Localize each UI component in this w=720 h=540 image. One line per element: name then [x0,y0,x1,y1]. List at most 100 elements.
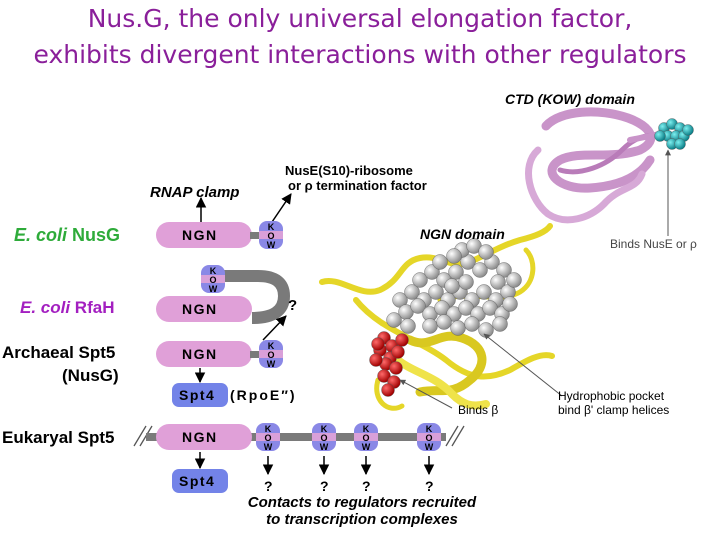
linker [250,232,262,239]
ngn-beta-binding-residues [369,331,409,397]
arrow-rfah-question [262,315,287,341]
arrow-hydrophobic-pocket [483,333,563,397]
white-sphere [432,254,448,270]
white-sphere [458,274,474,290]
spt4-box [172,383,228,407]
slide-title-line-2: exhibits divergent interactions with oth… [33,40,687,69]
kow-w: W [267,359,276,369]
label-ecoli-rfah: E. coli RfaH [20,298,114,317]
ecoli-nusg-domains: NGN K O W [156,221,283,250]
ngn-label: NGN [182,227,218,243]
label-ecoli-nusg: E. coli NusG [14,225,120,245]
label-bind-clamp-helices: bind β' clamp helices [558,403,669,417]
ngn-coil-2 [353,297,555,380]
question-2: ? [320,478,329,494]
question-rfah: ? [288,297,297,314]
ctd-kow-structure [525,107,667,224]
ngn-label: NGN [182,346,218,362]
label-ngn-domain: NGN domain [420,226,505,242]
teal-sphere [654,130,666,142]
white-sphere [490,274,506,290]
kow-stripe [354,433,378,441]
label-nuse-ribosome: NusE(S10)-ribosome [285,163,413,178]
red-sphere [369,353,383,367]
kow-letter: O [362,433,369,443]
red-sphere [395,333,409,347]
label-rnap-clamp: RNAP clamp [150,184,239,201]
ngn-domain-bar [156,222,252,248]
linker [250,351,262,358]
ngn-helix-2 [394,356,490,410]
white-sphere [444,278,460,294]
kow-w: W [209,284,218,294]
slide-title-line-1: Nus.G, the only universal elongation fac… [87,4,633,33]
label-archaeal-nusg: (NusG) [62,366,119,385]
kow-o: O [267,350,274,360]
question-4: ? [425,478,434,494]
ngn-domain-bar [156,341,252,367]
label-binds-beta: Binds β [458,403,498,417]
spt4-label-eukaryal: Spt4 [179,473,215,489]
label-contacts-line-1: Contacts to regulators recruited [248,494,477,511]
kow-stripe [201,275,225,283]
arrow-nuse [271,193,292,223]
kow-domain-eukaryal-4: KOW [417,423,441,452]
kow-stripe [417,433,441,441]
white-sphere [476,284,492,300]
rfah-linker-loop [222,270,291,324]
question-3: ? [362,478,371,494]
question-1: ? [264,478,273,494]
white-sphere [492,316,508,332]
red-sphere [389,361,403,375]
break-mark-right-2 [451,425,465,447]
kow-letter: W [320,442,329,452]
kow-stripe [256,433,280,441]
red-sphere [377,369,391,383]
white-sphere [502,296,518,312]
label-archaeal-spt5: Archaeal Spt5 [2,343,115,362]
kow-domain-eukaryal-2: KOW [312,423,336,452]
kow-k: K [210,266,217,276]
white-sphere [410,298,426,314]
ctd-ribbon-1 [541,107,656,193]
white-sphere [412,272,428,288]
kow-domain-eukaryal-3: KOW [354,423,378,452]
archaeal-spt5-domains: NGN K O W Spt4 (RpoE″) [156,340,295,407]
ctd-teal-residues [654,118,694,150]
break-mark-left-1 [133,425,147,447]
kow-letter: W [425,442,434,452]
white-sphere [506,272,522,288]
kow-letter: W [264,442,273,452]
white-sphere [386,312,402,328]
teal-sphere [682,124,694,136]
ctd-ribbon-2 [525,146,646,224]
ngn-domain-bar [156,296,252,322]
white-sphere [450,320,466,336]
red-sphere [381,383,395,397]
label-eukaryal-spt5: Eukaryal Spt5 [2,428,114,447]
red-sphere [391,345,405,359]
kow-letter: O [425,433,432,443]
kow-stripe [259,231,283,239]
kow-stripe [259,350,283,358]
break-mark-right-1 [445,425,459,447]
red-sphere [371,337,385,351]
kow-letter: K [265,424,272,434]
kow-stripe [312,433,336,441]
eukaryal-spt5-domains: NGN [133,424,465,450]
ngn-label: NGN [182,301,218,317]
label-termination-factor: or ρ termination factor [288,178,427,193]
kow-letter: O [320,433,327,443]
spt4-label: Spt4 [179,387,215,403]
white-sphere [446,248,462,264]
ecoli-rfah-domains: K O W NGN [156,265,291,324]
kow-letter: K [363,424,370,434]
white-sphere [422,318,438,334]
kow-w: W [267,240,276,250]
white-sphere [428,284,444,300]
label-ctd-kow-domain: CTD (KOW) domain [505,91,635,107]
kow-down-arrows [262,456,435,476]
kow-k: K [268,341,275,351]
arrow-binds-beta [399,379,453,409]
